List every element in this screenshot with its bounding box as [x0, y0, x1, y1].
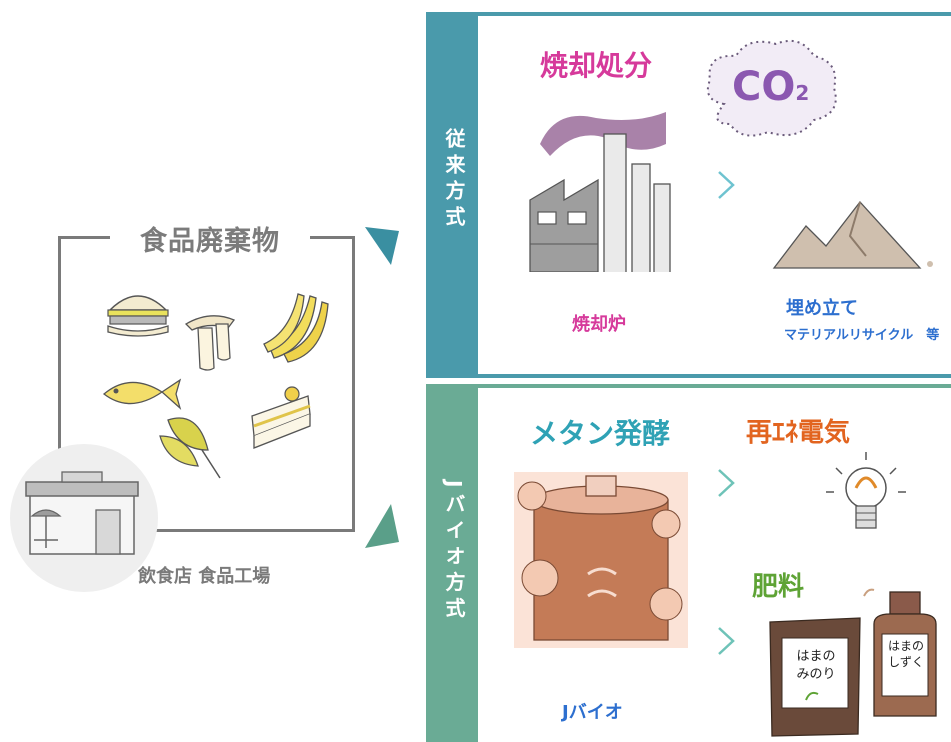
arrow-to-conventional-icon — [365, 227, 399, 265]
methane-fermentation-heading: メタン発酵 — [530, 417, 671, 450]
renewable-electricity-heading: 再ｴﾈ電気 — [746, 418, 851, 448]
cake-icon — [251, 386, 311, 449]
source-label: 飲食店 食品工場 — [138, 566, 271, 587]
restaurant-icon — [25, 471, 139, 555]
jbio-sidebar — [426, 384, 478, 742]
mountain-icon — [772, 200, 933, 269]
liquid-fertilizer-bottle-icon — [863, 588, 937, 717]
digester-tank-icon — [514, 472, 688, 648]
mushroom-icon — [184, 315, 236, 371]
fish-icon — [102, 378, 182, 410]
co2-text: CO2 — [732, 64, 810, 110]
banana-icon — [263, 293, 329, 363]
chevron-right-icon — [718, 171, 735, 199]
material-recycle-label: マテリアルリサイクル 等 — [784, 328, 940, 343]
fertilizer-bag-icon — [769, 617, 861, 737]
conventional-side-label: 従来方式 — [442, 128, 466, 232]
chevron-right-icon — [718, 627, 735, 655]
jbio-facility-label: Jバイオ — [562, 702, 623, 723]
co2-cloud-icon — [706, 40, 837, 137]
food-waste-title: 食品廃棄物 — [110, 218, 310, 258]
chevron-right-icon — [718, 469, 735, 497]
jbio-side-label: Jバイオ方式 — [442, 480, 466, 624]
burger-icon — [107, 295, 169, 337]
landfill-label: 埋め立て — [786, 298, 858, 319]
incinerator-label: 焼却炉 — [572, 314, 626, 335]
light-bulb-icon — [826, 452, 906, 529]
fertilizer-heading: 肥料 — [752, 572, 805, 602]
arrow-to-jbio-icon — [365, 504, 399, 548]
spinach-icon — [159, 417, 221, 479]
conventional-sidebar — [426, 12, 478, 378]
incineration-heading: 焼却処分 — [540, 49, 653, 82]
factory-icon — [529, 112, 671, 272]
bottle-label: はまのしずく — [887, 639, 924, 669]
food-icons-group — [102, 293, 329, 479]
waste-flow-frame-bottom — [150, 529, 355, 532]
fertilizer-bag-label: はまのみのり — [796, 649, 836, 682]
